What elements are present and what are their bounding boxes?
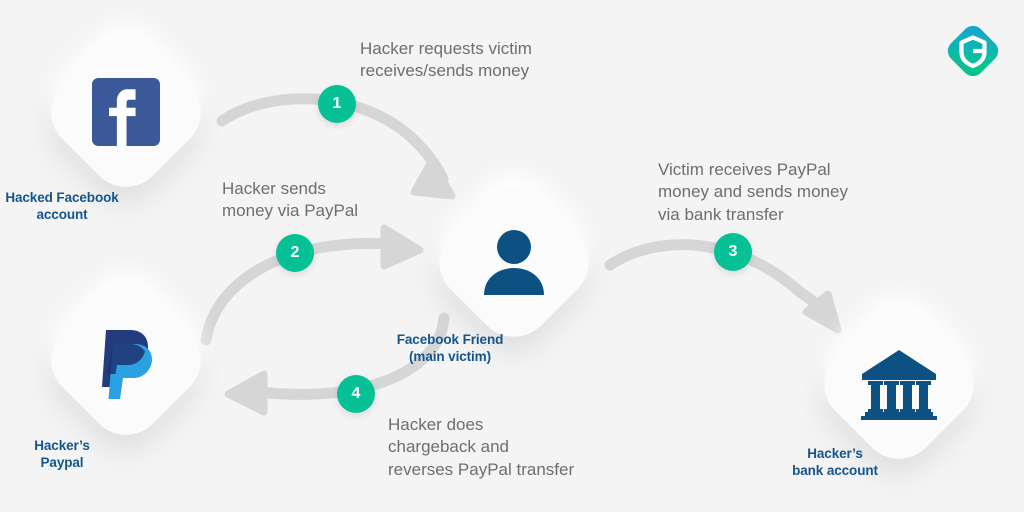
step-badge-3: 3	[714, 233, 752, 271]
node-label-victim: Facebook Friend (main victim)	[396, 332, 504, 364]
node-label-bank: Hacker’s bank account	[792, 446, 878, 478]
step-caption-2: Hacker sends money via PayPal	[222, 179, 359, 221]
arrow-step-2	[200, 224, 424, 346]
step-caption-1: Hacker requests victim receives/sends mo…	[360, 39, 532, 81]
node-label-facebook: Hacked Facebook account	[5, 190, 119, 222]
step-caption-4: Hacker does chargeback and reverses PayP…	[388, 415, 575, 479]
step-badge-1: 1	[318, 85, 356, 123]
step-caption-3: Victim receives PayPal money and sends m…	[658, 160, 848, 224]
arrow-step-1	[216, 93, 456, 200]
facebook-icon	[62, 48, 190, 176]
person-icon	[450, 198, 578, 326]
node-label-paypal: Hacker’s Paypal	[34, 438, 90, 470]
guardio-shield-g-logo[interactable]	[944, 22, 1002, 80]
arrow-step-4	[224, 312, 450, 416]
paypal-icon	[62, 296, 190, 424]
arrow-step-3	[604, 239, 842, 334]
step-badge-4: 4	[337, 375, 375, 413]
bank-icon	[835, 320, 963, 448]
step-badge-2: 2	[276, 234, 314, 272]
